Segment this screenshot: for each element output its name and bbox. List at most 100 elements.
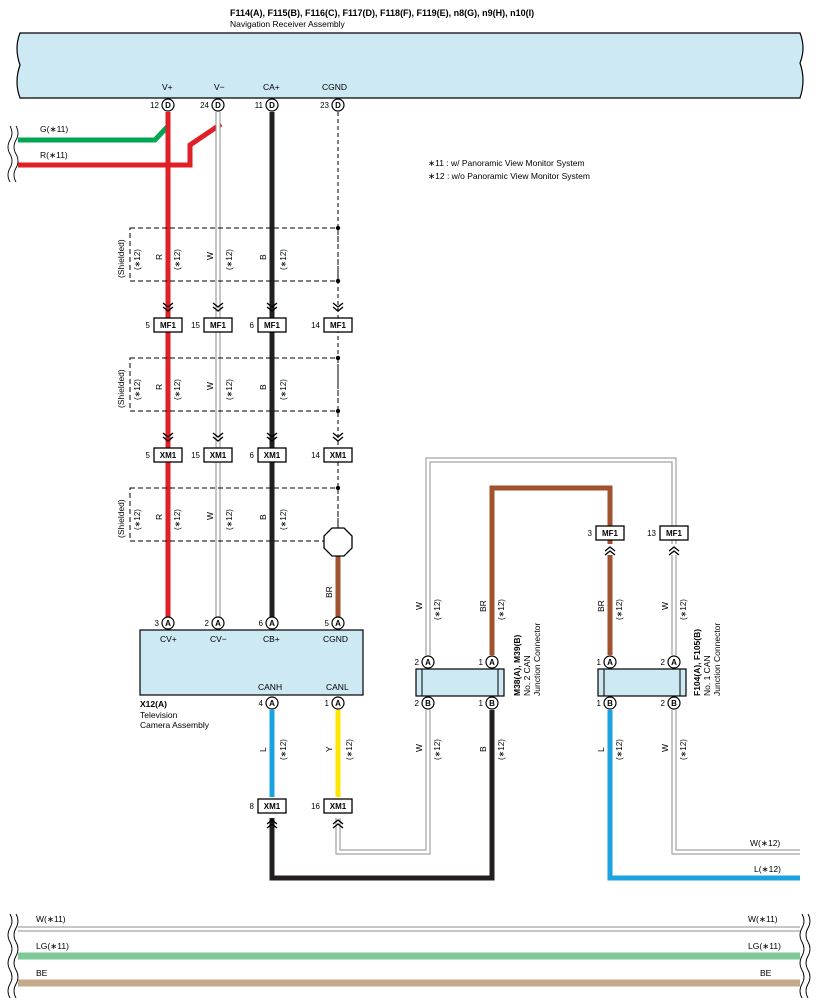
jc1-mf1-0-pin: 3	[588, 529, 593, 538]
jc2-body	[415, 668, 505, 697]
mf1-pin-0-label: MF1	[160, 321, 177, 330]
jc2-top-pin-0-number: 2	[415, 658, 420, 667]
mf1-pin-0-chevron	[162, 302, 174, 312]
jc1-mf1-1-box	[659, 525, 689, 541]
jc1-top-w-color: W	[660, 602, 670, 610]
mf1-pin-3-label: MF1	[330, 321, 347, 330]
canh-wire-color: L	[258, 747, 268, 752]
wire-color-b-2: B	[258, 384, 268, 390]
jc1-bot-w-color: W	[660, 744, 670, 752]
mf1-pin-3-box	[323, 317, 353, 333]
white-right-lead-outline	[671, 710, 800, 855]
jc2-bottom-pin-0-circle	[421, 696, 435, 710]
jc1-body	[597, 668, 687, 697]
jc1-bottom-pin-1-number: 2	[661, 699, 666, 708]
television-camera-box	[139, 629, 364, 696]
shield-label-3: (Shielded)	[116, 499, 126, 538]
mf1-pin-1-chevron	[212, 302, 224, 312]
cam-bottom-pin-0-number: 4	[259, 699, 264, 708]
cam-bottom-pin-1-letter: A	[335, 699, 341, 708]
cam-top-pin-0-circle	[161, 616, 175, 630]
jc1-top-pin-1-number: 2	[661, 658, 666, 667]
cam-bottom-pin-0-letter: A	[269, 699, 275, 708]
pin-label-caplus: CA+	[263, 82, 280, 92]
jc2-top-br-note: (∗12)	[497, 599, 506, 620]
jc1-top-w-note: (∗12)	[679, 599, 688, 620]
jc1-bottom-pin-0-letter: B	[607, 699, 613, 708]
shield-note-2: (∗12)	[133, 379, 142, 400]
jc1-bottom-pin-0-circle	[603, 696, 617, 710]
xm1-canh-chevron	[266, 819, 278, 829]
jc2-top-pin-1-letter: A	[489, 658, 495, 667]
camera-code: X12(A)	[140, 699, 167, 709]
jc1-mf1-0-box	[595, 525, 625, 541]
jc2-top-w-color: W	[414, 602, 424, 610]
xm1-pin-2-box	[257, 447, 287, 463]
nav-pin-0-circle	[161, 98, 175, 112]
cam-top-pin-3-circle	[331, 616, 345, 630]
nav-pin-2-letter: D	[269, 101, 275, 110]
cam-top-pin-1-letter: A	[215, 619, 221, 628]
red-feed-wire	[18, 121, 223, 168]
cam-top-pin-2-number: 6	[259, 619, 264, 628]
bottom-w-left: W(∗11)	[36, 914, 66, 924]
jc1-top-pin-1-letter: A	[671, 658, 677, 667]
cam-pin-label-cbplus: CB+	[263, 634, 280, 644]
xm1-pin-3-box	[323, 447, 353, 463]
nav-receiver-name: Navigation Receiver Assembly	[230, 19, 346, 29]
brown-jc-link	[489, 485, 613, 655]
jc1-top-pin-0-letter: A	[607, 658, 613, 667]
xm1-canh-box	[257, 798, 287, 814]
mf1-pin-1-box	[203, 317, 233, 333]
xm1-canl-chevron	[332, 819, 344, 829]
jc1-bot-l-color: L	[596, 747, 606, 752]
wire-note-b-2: (∗12)	[279, 379, 288, 400]
feed-label-r: R(∗11)	[40, 150, 68, 160]
mf1-pin-0-box	[153, 317, 183, 333]
xm1-canl-pin: 16	[311, 802, 320, 811]
cam-bottom-pin-0-circle	[265, 696, 279, 710]
feed-label-g: G(∗11)	[40, 124, 68, 134]
nav-pin-1-circle	[211, 98, 225, 112]
wire-color-r-3: R	[154, 514, 164, 520]
shield-note-1: (∗12)	[133, 249, 142, 270]
xm1-pin-1-chevron	[212, 432, 224, 442]
xm1-pin-3-pin: 14	[311, 451, 320, 460]
shield-box-1	[129, 227, 339, 282]
white-jc-link	[426, 458, 676, 655]
xm1-pin-0-pin: 5	[146, 451, 151, 460]
xm1-pin-2-chevron	[266, 432, 278, 442]
bottom-w-right: W(∗11)	[748, 914, 778, 924]
bottom-break-marks-left	[7, 913, 19, 999]
cam-top-pin-1-circle	[211, 616, 225, 630]
black-can-return-wire	[269, 710, 495, 881]
wire-note-b-1: (∗12)	[279, 249, 288, 270]
mf1-pin-3-pin: 14	[311, 321, 320, 330]
nav-pin-2-circle	[265, 98, 279, 112]
pin-label-cgnd: CGND	[322, 82, 347, 92]
nav-pin-3-number: 23	[320, 101, 329, 110]
canl-wire-color: Y	[324, 746, 334, 752]
pin-label-vminus: V−	[214, 82, 225, 92]
jc2-top-pin-0-letter: A	[425, 658, 431, 667]
shield-drain-dots	[335, 225, 341, 491]
xm1-pin-3-label: XM1	[330, 451, 347, 460]
wire-color-w-2: W	[205, 382, 215, 390]
wire-color-w-1: W	[205, 252, 215, 260]
jc1-mf1-0-chevron	[604, 546, 616, 556]
mf1-pin-0-pin: 5	[146, 321, 151, 330]
jc1-top-pin-1-circle	[667, 655, 681, 669]
jc2-bot-w-color: W	[414, 744, 424, 752]
cam-pin-label-cgnd: CGND	[323, 634, 348, 644]
jc1-bottom-pin-1-letter: B	[671, 699, 677, 708]
xm1-pin-2-pin: 6	[250, 451, 255, 460]
wire-note-w-2: (∗12)	[225, 379, 234, 400]
jc2-top-pin-0-circle	[421, 655, 435, 669]
xm1-pin-1-label: XM1	[210, 451, 227, 460]
xm1-pin-2-label: XM1	[264, 451, 281, 460]
jc1-mf1-1-chevron	[668, 546, 680, 556]
wire-color-r-2: R	[154, 384, 164, 390]
nav-pin-2-number: 11	[255, 101, 264, 110]
jc2-top-pin-1-number: 1	[479, 658, 484, 667]
shield-box-3	[129, 487, 339, 542]
